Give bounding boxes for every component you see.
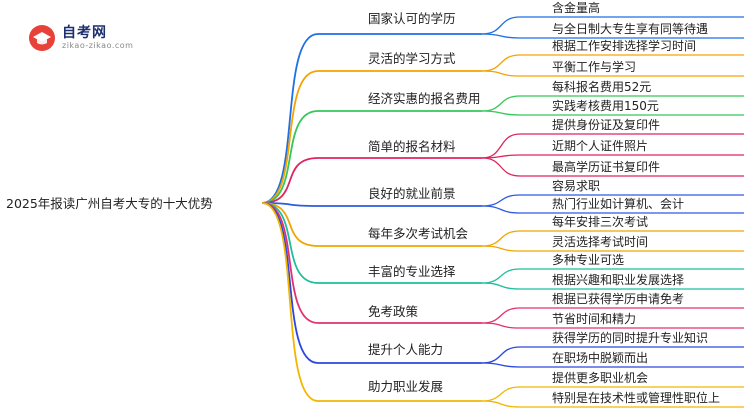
branch-7-connector bbox=[261, 202, 482, 284]
branch-4-leaf-2-label: 近期个人证件照片 bbox=[552, 139, 648, 153]
branch-5-leaf-2-label: 热门行业如计算机、会计 bbox=[552, 196, 684, 211]
branch-3-leaf-2-label: 实践考核费用150元 bbox=[552, 98, 659, 113]
branch-5-leaf-2-connector bbox=[481, 205, 744, 214]
branch-3-label: 经济实惠的报名费用 bbox=[368, 91, 481, 106]
branch-9-leaf-2-label: 在职场中脱颖而出 bbox=[552, 350, 648, 365]
branch-8-leaf-2-connector bbox=[481, 322, 744, 329]
branch-7-label: 丰富的专业选择 bbox=[368, 264, 456, 279]
branch-6-leaf-1-connector bbox=[481, 230, 744, 247]
branch-8-leaf-1-label: 根据已获得学历申请免考 bbox=[552, 291, 684, 306]
branch-9-leaf-1-label: 获得学历的同时提升专业知识 bbox=[552, 330, 708, 345]
branch-10-leaf-1-label: 提供更多职业机会 bbox=[552, 370, 648, 385]
root-node-label: 2025年报读广州自考大专的十大优势 bbox=[6, 196, 213, 211]
graduation-cap-icon bbox=[29, 25, 55, 51]
branch-1-leaf-2-label: 与全日制大专生享有同等待遇 bbox=[552, 21, 708, 36]
branch-4-connector bbox=[261, 157, 482, 204]
branch-9-leaf-2-connector bbox=[481, 362, 744, 368]
branch-10-label: 助力职业发展 bbox=[368, 379, 443, 394]
branch-6-label: 每年多次考试机会 bbox=[368, 226, 469, 241]
branch-4-leaf-1-label: 提供身份证及复印件 bbox=[552, 117, 660, 132]
branch-10-leaf-2-connector bbox=[481, 400, 744, 408]
branch-5-connector bbox=[261, 202, 482, 207]
branch-2-leaf-2-connector bbox=[481, 70, 744, 77]
branch-3-connector bbox=[261, 110, 482, 204]
branch-4-leaf-3-label: 最高学历证书复印件 bbox=[552, 159, 660, 174]
branch-8-label: 免考政策 bbox=[368, 304, 419, 319]
branch-8-leaf-2-label: 节省时间和精力 bbox=[552, 312, 636, 326]
branch-3-leaf-1-label: 每科报名费用52元 bbox=[552, 79, 651, 94]
branch-8-connector bbox=[261, 202, 482, 324]
branch-5-label: 良好的就业前景 bbox=[368, 186, 456, 201]
branch-7-leaf-2-label: 根据兴趣和职业发展选择 bbox=[552, 272, 684, 287]
branch-5-leaf-1-connector bbox=[481, 194, 744, 207]
branch-4-leaf-3-connector bbox=[481, 157, 744, 177]
branch-4-leaf-2-connector bbox=[481, 154, 744, 159]
branch-1-leaf-1-connector bbox=[481, 16, 744, 35]
branch-6-connector bbox=[261, 202, 482, 247]
branch-3-leaf-1-connector bbox=[481, 95, 744, 112]
branch-1-leaf-2-connector bbox=[481, 33, 744, 39]
branch-1-connector bbox=[261, 33, 482, 204]
branch-7-leaf-1-label: 多种专业可选 bbox=[552, 252, 624, 267]
branch-6-leaf-2-label: 灵活选择考试时间 bbox=[552, 234, 648, 249]
branch-7-leaf-1-connector bbox=[481, 268, 744, 284]
logo-subtitle: zikao-zikao.com bbox=[62, 41, 134, 50]
branch-10-connector bbox=[261, 202, 482, 402]
branch-5-leaf-1-label: 容易求职 bbox=[552, 178, 600, 193]
branch-2-label: 灵活的学习方式 bbox=[368, 51, 456, 66]
branch-3-leaf-2-connector bbox=[481, 110, 744, 116]
branch-2-leaf-1-label: 根据工作安排选择学习时间 bbox=[552, 38, 696, 53]
branch-1-leaf-1-label: 含金量高 bbox=[552, 0, 600, 15]
branch-6-leaf-1-label: 每年安排三次考试 bbox=[552, 214, 648, 229]
site-logo[interactable]: 自考网 zikao-zikao.com bbox=[28, 22, 138, 56]
branch-7-leaf-2-connector bbox=[481, 282, 744, 290]
branch-8-leaf-1-connector bbox=[481, 307, 744, 324]
logo-title: 自考网 bbox=[62, 25, 107, 41]
branch-2-leaf-1-connector bbox=[481, 54, 744, 72]
branch-10-leaf-1-connector bbox=[481, 386, 744, 402]
branch-2-leaf-2-label: 平衡工作与学习 bbox=[552, 59, 636, 74]
branch-6-leaf-2-connector bbox=[481, 245, 744, 252]
branch-1-label: 国家认可的学历 bbox=[368, 11, 456, 26]
branch-9-leaf-1-connector bbox=[481, 346, 744, 364]
branch-2-connector bbox=[261, 70, 482, 204]
branch-4-leaf-1-connector bbox=[481, 133, 744, 159]
branch-4-label: 简单的报名材料 bbox=[368, 139, 456, 154]
branch-10-leaf-2-label: 特别是在技术性或管理性职位上 bbox=[552, 390, 720, 405]
branch-9-label: 提升个人能力 bbox=[368, 342, 443, 357]
